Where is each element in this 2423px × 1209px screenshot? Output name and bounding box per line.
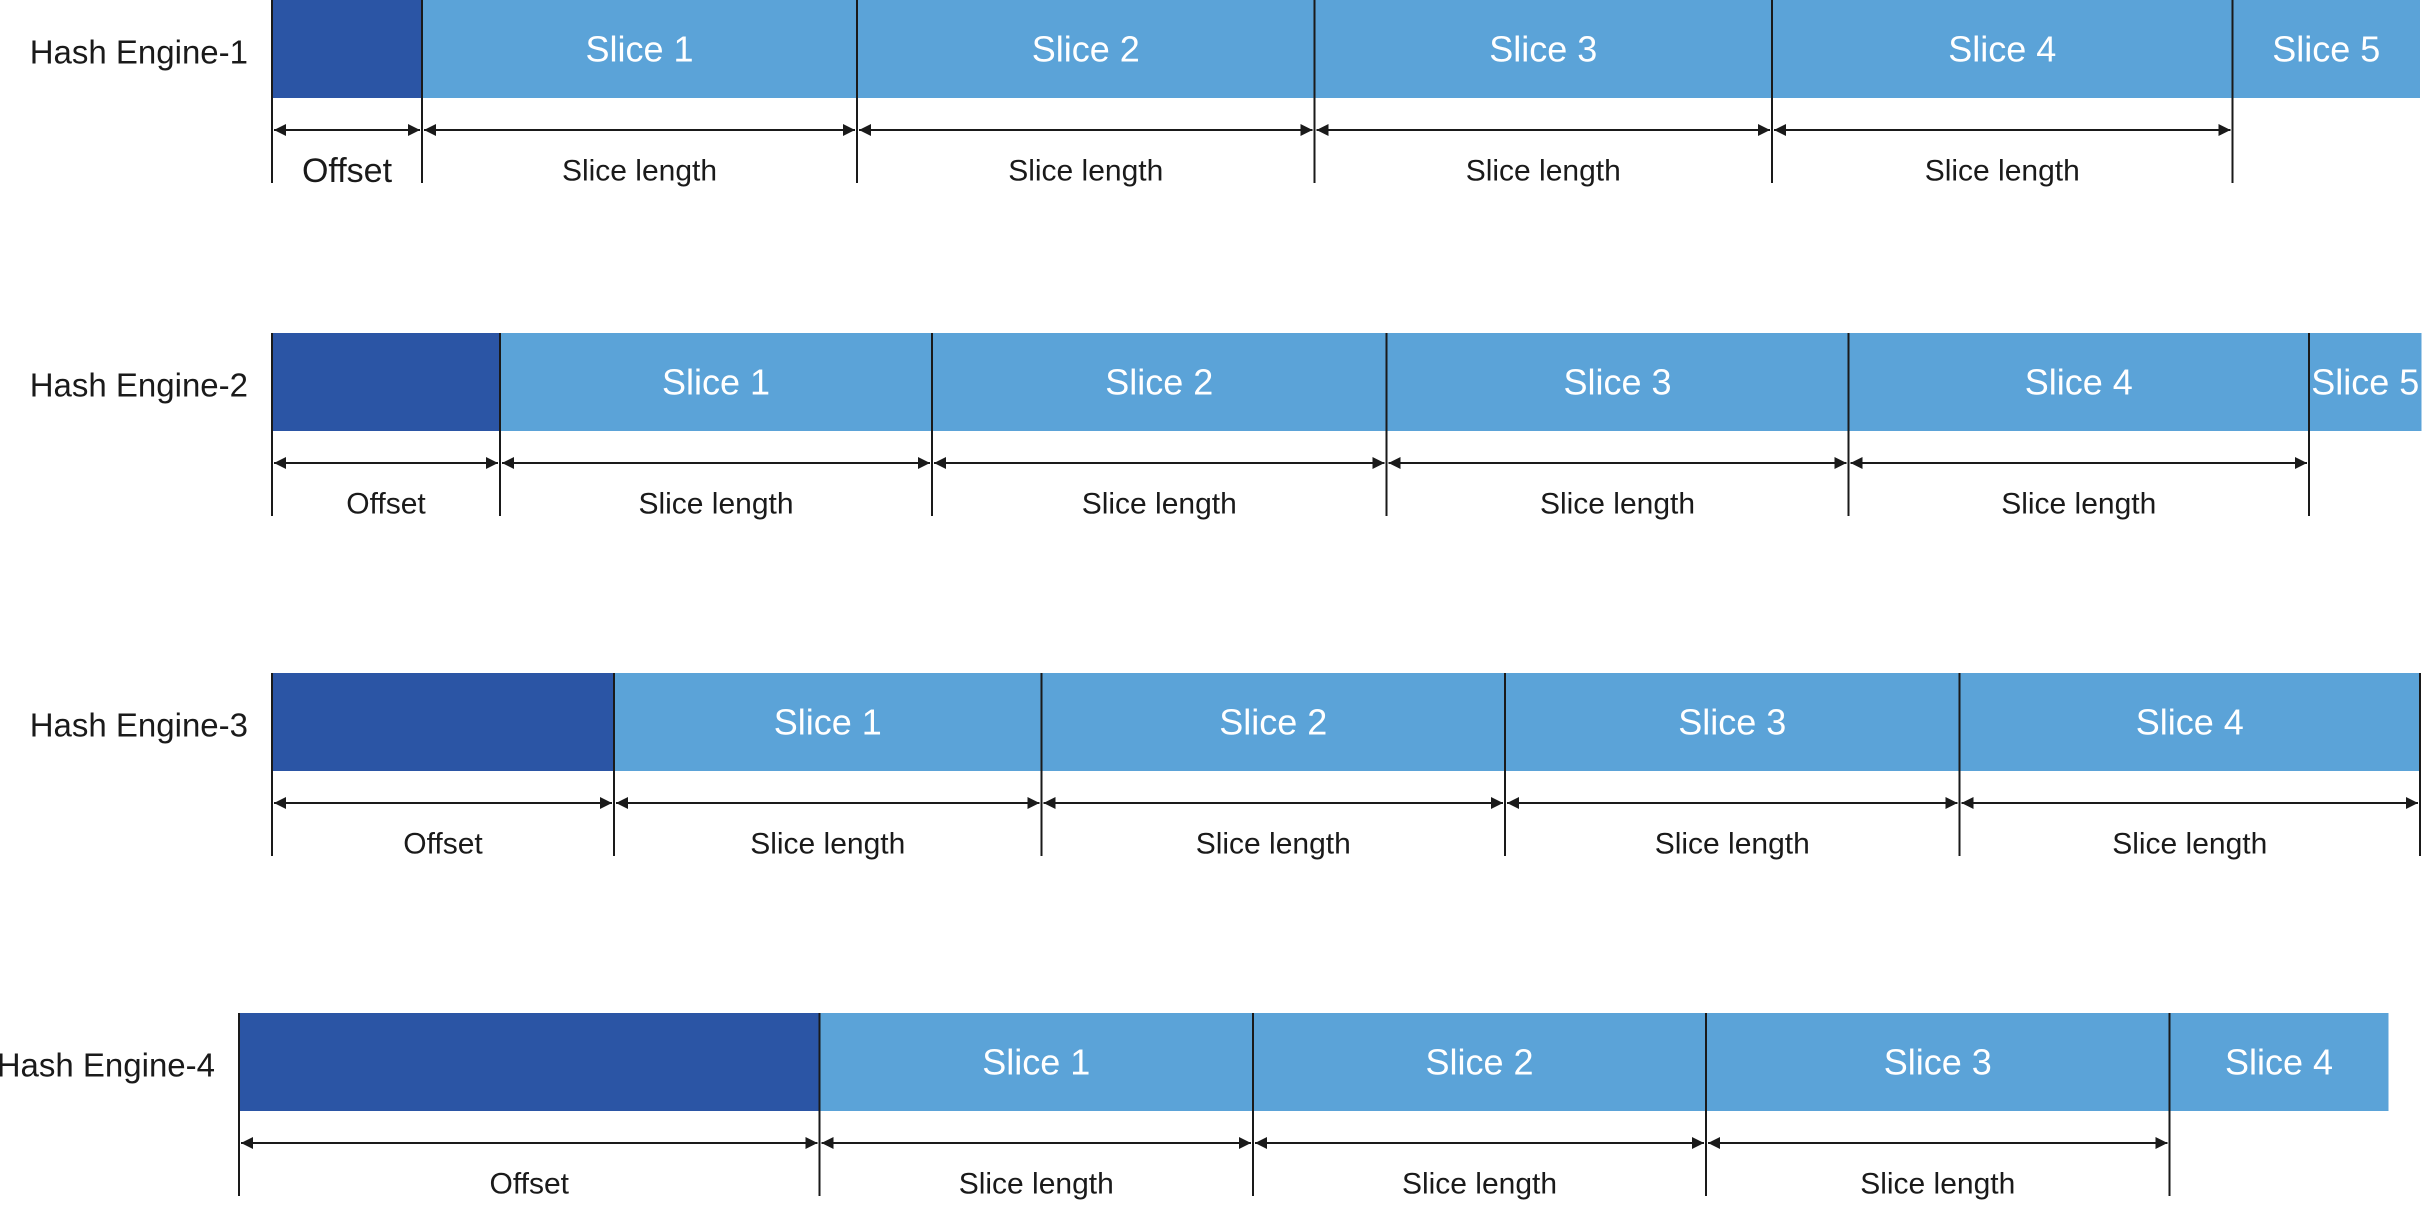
slice-length-label: Slice length xyxy=(1196,828,1351,861)
offset-label: Offset xyxy=(346,488,426,521)
slice-block xyxy=(932,333,1387,431)
slice-label: Slice 2 xyxy=(1425,1042,1533,1083)
slice-label: Slice 1 xyxy=(662,362,770,403)
slice-label: Slice 3 xyxy=(1678,702,1786,743)
slice-label: Slice 5 xyxy=(2272,29,2380,70)
slice-label: Slice 1 xyxy=(982,1042,1090,1083)
slice-block xyxy=(1386,333,1849,431)
slice-length-label: Slice length xyxy=(2112,828,2267,861)
slice-label: Slice 1 xyxy=(585,29,693,70)
engine-label: Hash Engine-2 xyxy=(30,367,248,404)
slice-length-label: Slice length xyxy=(1540,488,1695,521)
engine-label: Hash Engine-1 xyxy=(30,34,248,71)
engine-row: Hash Engine-4 Slice 1 Slice 2 Slice 3 Slice … xyxy=(0,1013,2389,1201)
slice-block xyxy=(819,1013,1253,1111)
slice-length-label: Slice length xyxy=(1466,155,1621,188)
slice-length-label: Slice length xyxy=(562,155,717,188)
engine-label: Hash Engine-3 xyxy=(30,707,248,744)
offset-label: Offset xyxy=(490,1168,570,1201)
slice-block xyxy=(1959,673,2420,771)
slice-block xyxy=(857,0,1315,98)
slice-label: Slice 4 xyxy=(2136,702,2244,743)
engine-row: Hash Engine-2 Slice 1 Slice 2 Slice 3 Slice … xyxy=(30,333,2422,521)
slice-length-label: Slice length xyxy=(1402,1168,1557,1201)
slice-label: Slice 3 xyxy=(1563,362,1671,403)
slice-length-label: Slice length xyxy=(1860,1168,2015,1201)
slice-length-label: Slice length xyxy=(1008,155,1163,188)
slice-length-label: Slice length xyxy=(1925,155,2080,188)
offset-block xyxy=(272,673,614,771)
slice-length-label: Slice length xyxy=(750,828,905,861)
slice-label: Slice 3 xyxy=(1489,29,1597,70)
offset-label: Offset xyxy=(302,152,393,190)
slice-block xyxy=(1848,333,2309,431)
slice-block xyxy=(2169,1013,2389,1111)
engine-label: Hash Engine-4 xyxy=(0,1047,215,1084)
slice-block xyxy=(2232,0,2420,98)
engine-row: Hash Engine-1 Slice 1 Slice 2 Slice 3 Slice … xyxy=(30,0,2420,190)
slice-label: Slice 2 xyxy=(1032,29,1140,70)
slice-label: Slice 4 xyxy=(2025,362,2133,403)
slice-block xyxy=(1505,673,1960,771)
slice-label: Slice 2 xyxy=(1105,362,1213,403)
slice-block xyxy=(614,673,1042,771)
slice-block xyxy=(1314,0,1772,98)
slice-length-label: Slice length xyxy=(959,1168,1114,1201)
slice-length-label: Slice length xyxy=(1082,488,1237,521)
slice-label: Slice 4 xyxy=(1948,29,2056,70)
offset-block xyxy=(272,333,500,431)
slice-length-label: Slice length xyxy=(1655,828,1810,861)
slice-block xyxy=(1706,1013,2170,1111)
slice-block xyxy=(500,333,932,431)
slice-label: Slice 5 xyxy=(2311,362,2419,403)
slice-label: Slice 1 xyxy=(774,702,882,743)
slice-label: Slice 2 xyxy=(1219,702,1327,743)
slice-block xyxy=(422,0,857,98)
slice-block xyxy=(1041,673,1505,771)
slice-block xyxy=(1772,0,2233,98)
slice-label: Slice 4 xyxy=(2225,1042,2333,1083)
offset-label: Offset xyxy=(403,828,483,861)
slice-block xyxy=(2309,333,2422,431)
offset-block xyxy=(272,0,422,98)
slice-block xyxy=(1253,1013,1706,1111)
slice-length-label: Slice length xyxy=(638,488,793,521)
engine-row: Hash Engine-3 Slice 1 Slice 2 Slice 3 Slice … xyxy=(30,673,2421,861)
offset-block xyxy=(239,1013,820,1111)
slice-length-label: Slice length xyxy=(2001,488,2156,521)
slice-label: Slice 3 xyxy=(1884,1042,1992,1083)
